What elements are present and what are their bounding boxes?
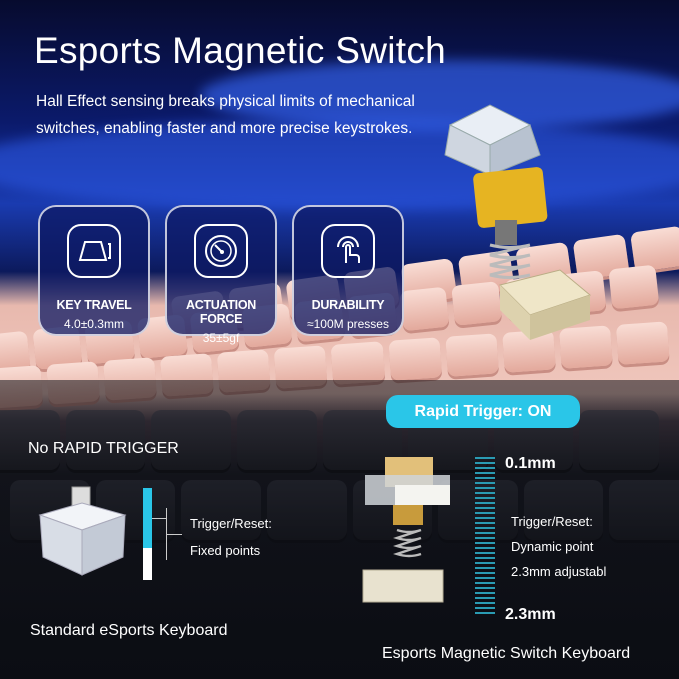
scale-bottom-label: 2.3mm [505,606,556,623]
no-rapid-trigger-heading: No RAPID TRIGGER [28,440,179,457]
adjustable-label: 2.3mm adjustabl [511,564,607,579]
blue-wave [200,60,679,130]
magnetic-keyboard-caption: Esports Magnetic Switch Keyboard [382,645,631,662]
standard-switch-illustration [38,486,127,576]
feature-card-durability: DURABILITY ≈100M presses [292,205,404,336]
feature-value: ≈100M presses [307,317,389,331]
key-travel-icon [67,224,121,278]
gauge-icon [194,224,248,278]
page-title: Esports Magnetic Switch [34,30,447,71]
magnetic-switch-illustration [362,457,450,603]
finger-press-icon [321,224,375,278]
scale-top-label: 0.1mm [505,455,556,472]
blue-wave [0,120,679,210]
fixed-trigger-bar [143,488,152,548]
rapid-trigger-badge: Rapid Trigger: ON [386,395,580,428]
travel-scale [475,457,495,615]
dynamic-point-label: Dynamic point [511,539,594,554]
feature-label: ACTUATION FORCE [186,298,256,326]
trigger-reset-label: Trigger/Reset: [511,514,593,529]
feature-value: 4.0±0.3mm [64,317,124,331]
trigger-reset-label: Trigger/Reset: [190,516,272,531]
fixed-points-label: Fixed points [190,543,261,558]
feature-value: 35±5gf [202,331,240,345]
standard-keyboard-caption: Standard eSports Keyboard [30,622,228,639]
description: Hall Effect sensing breaks physical limi… [36,93,415,137]
feature-card-key-travel: KEY TRAVEL 4.0±0.3mm [38,205,150,336]
feature-card-actuation-force: ACTUATION FORCE 35±5gf [165,205,277,345]
feature-label: KEY TRAVEL [56,298,132,312]
feature-label: DURABILITY [311,298,385,312]
switch-exploded-illustration [444,104,592,340]
fixed-reset-bar [143,548,152,580]
